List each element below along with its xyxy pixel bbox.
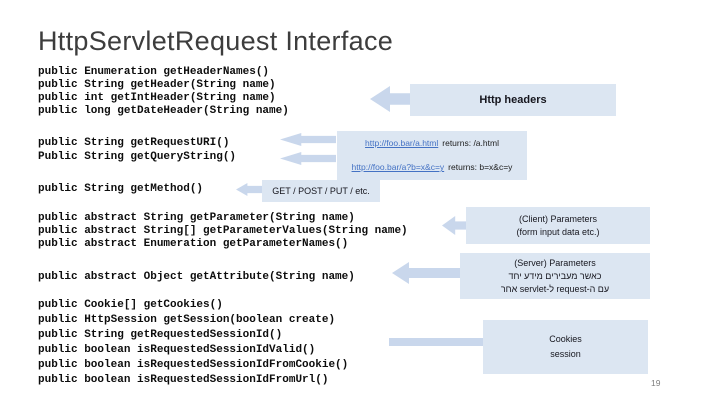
callout-label: GET / POST / PUT / etc. — [272, 185, 370, 196]
example-result-text: returns: /a.html — [442, 137, 499, 148]
left-block-arrow-icon — [392, 262, 460, 284]
example-url-link[interactable]: http://foo.bar/a.html — [365, 137, 439, 148]
callout-client-parameters: (Client) Parameters (form input data etc… — [466, 207, 650, 244]
left-block-arrow-icon — [280, 152, 336, 165]
callout-label: (form input data etc.) — [516, 226, 600, 237]
code-line: public int getIntHeader(String name) — [38, 92, 276, 104]
code-block-parameters: public abstract String getParameter(Stri… — [38, 212, 408, 251]
callout-label: session — [550, 349, 581, 359]
code-line: public String getMethod() — [38, 183, 204, 195]
connector-bar — [389, 338, 483, 346]
callout-label-hebrew: כאשר מעבירים מידע יחד — [508, 270, 602, 281]
code-block-headers: public Enumeration getHeaderNames() publ… — [38, 66, 289, 118]
left-block-arrow-icon — [370, 86, 410, 112]
code-line: public String getRequestedSessionId() — [38, 329, 283, 341]
code-line: public String getRequestURI() — [38, 137, 230, 149]
code-line: public boolean isRequestedSessionIdValid… — [38, 344, 316, 356]
code-line: public abstract String[] getParameterVal… — [38, 225, 408, 237]
callout-http-headers: Http headers — [410, 84, 616, 116]
code-block-uri: public String getRequestURI() Public Str… — [38, 137, 236, 164]
code-line: public boolean isRequestedSessionIdFromU… — [38, 374, 329, 386]
code-line: public Enumeration getHeaderNames() — [38, 66, 270, 78]
callout-label: Http headers — [479, 93, 547, 106]
left-block-arrow-icon — [280, 133, 336, 146]
code-line: public String getHeader(String name) — [38, 79, 276, 91]
callout-http-method: GET / POST / PUT / etc. — [262, 180, 380, 202]
code-line: public Cookie[] getCookies() — [38, 299, 223, 311]
code-block-cookies-session: public Cookie[] getCookies() public Http… — [38, 298, 348, 388]
code-line: public abstract String getParameter(Stri… — [38, 212, 355, 224]
code-line: public abstract Object getAttribute(Stri… — [38, 271, 355, 283]
code-line: public abstract Enumeration getParameter… — [38, 238, 349, 250]
callout-label: (Client) Parameters — [518, 213, 598, 224]
left-block-arrow-icon — [442, 216, 466, 235]
code-line: public HttpSession getSession(boolean cr… — [38, 314, 336, 326]
code-line: Public String getQueryString() — [38, 150, 237, 163]
callout-label: Cookies — [549, 334, 582, 344]
code-line: public boolean isRequestedSessionIdFromC… — [38, 359, 349, 371]
callout-label-hebrew: עם ה-request ל-servlet אחר — [500, 283, 610, 294]
callout-server-parameters: (Server) Parameters כאשר מעבירים מידע יח… — [460, 253, 650, 299]
code-line: public long getDateHeader(String name) — [38, 105, 289, 117]
callout-label: (Server) Parameters — [514, 257, 596, 268]
page-number: 19 — [651, 378, 661, 388]
code-block-attribute: public abstract Object getAttribute(Stri… — [38, 271, 355, 284]
example-result-text: returns: b=x&c=y — [448, 162, 513, 173]
code-block-method: public String getMethod() — [38, 183, 203, 196]
callout-cookies-session: Cookies session — [483, 320, 648, 374]
page-title: HttpServletRequest Interface — [38, 26, 394, 56]
left-block-arrow-icon — [236, 183, 266, 196]
example-url-link[interactable]: http://foo.bar/a?b=x&c=y — [351, 162, 445, 173]
